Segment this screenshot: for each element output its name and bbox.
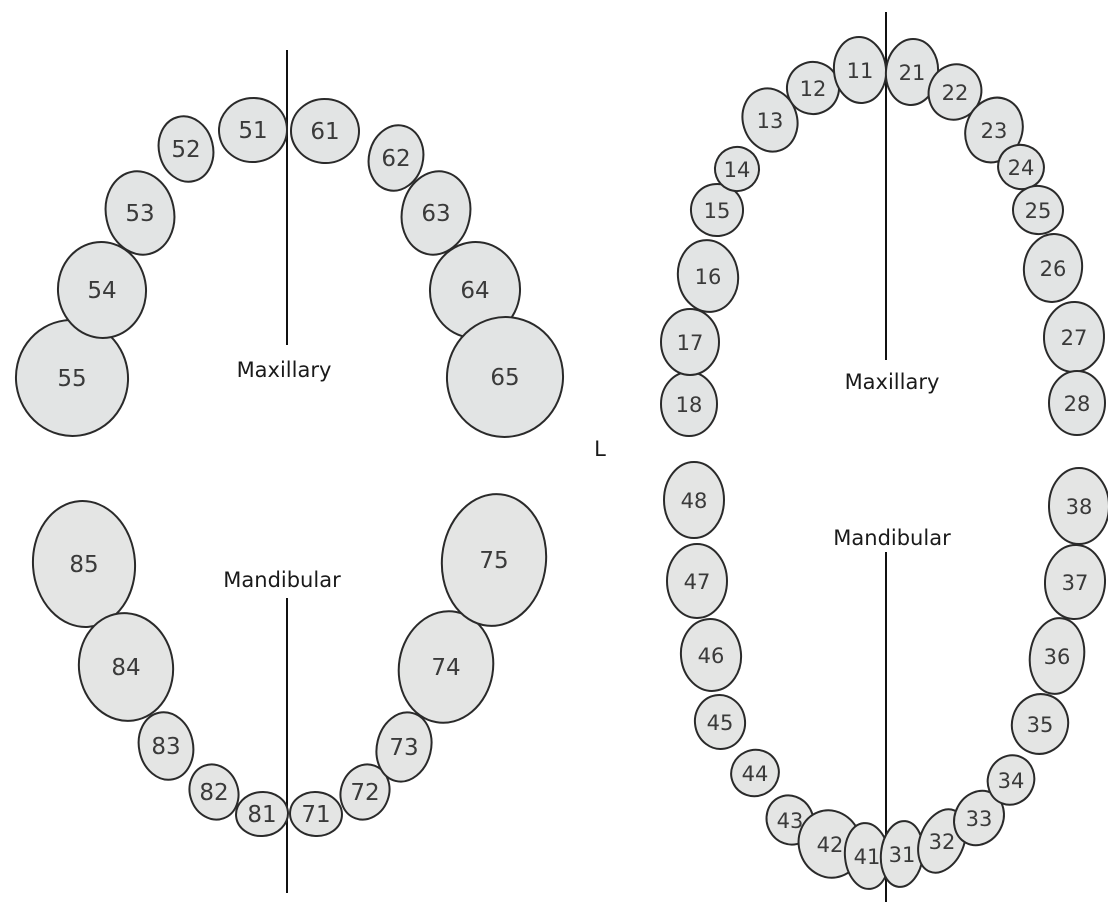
primary-maxillary-label: Maxillary — [237, 358, 332, 382]
tooth-number-label: 74 — [431, 655, 460, 681]
tooth-28: 28 — [1049, 371, 1105, 435]
tooth-number-label: 33 — [966, 807, 993, 831]
tooth-number-label: 23 — [981, 119, 1008, 143]
tooth-number-label: 45 — [707, 711, 734, 735]
tooth-number-label: 65 — [490, 365, 519, 391]
tooth-number-label: 71 — [301, 802, 330, 828]
tooth-number-label: 83 — [151, 734, 180, 760]
tooth-number-label: 25 — [1025, 199, 1052, 223]
tooth-number-label: 31 — [889, 843, 916, 867]
tooth-number-label: 47 — [684, 570, 711, 594]
tooth-number-label: 72 — [350, 780, 379, 806]
tooth-number-label: 44 — [742, 762, 769, 786]
tooth-number-label: 52 — [171, 137, 200, 163]
permanent-maxillary-label: Maxillary — [845, 370, 940, 394]
tooth-number-label: 73 — [389, 735, 418, 761]
tooth-number-label: 63 — [421, 201, 450, 227]
tooth-47: 47 — [667, 544, 727, 618]
tooth-16: 16 — [673, 236, 742, 316]
primary-mandibular-label: Mandibular — [223, 568, 341, 592]
tooth-number-label: 34 — [998, 769, 1025, 793]
permanent-mandibular-label: Mandibular — [833, 526, 951, 550]
tooth-number-label: 14 — [724, 158, 751, 182]
tooth-number-label: 27 — [1061, 326, 1088, 350]
tooth-37: 37 — [1043, 543, 1107, 620]
teeth-layer: 55 54 53 52 51 61 62 63 64 65 85 84 83 82 81 71 72 73 74 75… — [8, 34, 1108, 891]
tooth-number-label: 48 — [681, 489, 708, 513]
tooth-number-label: 37 — [1062, 571, 1089, 595]
tooth-number-label: 36 — [1044, 645, 1071, 669]
tooth-26: 26 — [1020, 230, 1087, 305]
tooth-number-label: 55 — [57, 366, 86, 392]
tooth-number-label: 84 — [111, 655, 140, 681]
tooth-45: 45 — [691, 691, 750, 753]
tooth-number-label: 42 — [817, 833, 844, 857]
tooth-number-label: 15 — [704, 199, 731, 223]
tooth-number-label: 62 — [381, 146, 410, 172]
tooth-38: 38 — [1049, 468, 1108, 544]
tooth-number-label: 38 — [1066, 495, 1093, 519]
tooth-35: 35 — [1005, 688, 1075, 760]
tooth-number-label: 53 — [125, 201, 154, 227]
tooth-number-label: 11 — [847, 59, 874, 83]
tooth-number-label: 28 — [1064, 392, 1091, 416]
tooth-number-label: 16 — [695, 265, 722, 289]
tooth-46: 46 — [677, 616, 744, 694]
tooth-number-label: 64 — [460, 278, 489, 304]
tooth-number-label: 51 — [238, 118, 267, 144]
tooth-17: 17 — [661, 309, 719, 375]
tooth-25: 25 — [1009, 182, 1067, 238]
tooth-number-label: 41 — [854, 845, 881, 869]
tooth-number-label: 61 — [310, 119, 339, 145]
tooth-number-label: 54 — [87, 278, 116, 304]
tooth-number-label: 18 — [676, 393, 703, 417]
tooth-11: 11 — [831, 34, 890, 105]
tooth-number-label: 26 — [1040, 257, 1067, 281]
tooth-number-label: 21 — [899, 61, 926, 85]
tooth-number-label: 32 — [929, 830, 956, 854]
tooth-number-label: 75 — [479, 548, 508, 574]
tooth-number-label: 22 — [942, 81, 969, 105]
tooth-85: 85 — [29, 498, 140, 631]
tooth-number-label: 82 — [199, 780, 228, 806]
tooth-51: 51 — [216, 95, 290, 166]
tooth-48: 48 — [664, 462, 724, 538]
tooth-number-label: 24 — [1008, 156, 1035, 180]
tooth-18: 18 — [661, 372, 717, 436]
tooth-81: 81 — [234, 790, 290, 838]
tooth-number-label: 35 — [1027, 713, 1054, 737]
tooth-number-label: 43 — [777, 809, 804, 833]
tooth-71: 71 — [288, 790, 344, 838]
tooth-44: 44 — [724, 742, 787, 804]
tooth-75: 75 — [435, 489, 552, 631]
tooth-number-label: 12 — [800, 77, 827, 101]
tooth-number-label: 17 — [677, 331, 704, 355]
tooth-number-label: 81 — [247, 802, 276, 828]
tooth-number-label: 85 — [69, 552, 98, 578]
tooth-27: 27 — [1043, 301, 1105, 373]
tooth-number-label: 13 — [757, 109, 784, 133]
tooth-52: 52 — [152, 110, 220, 187]
tooth-61: 61 — [288, 96, 362, 167]
left-side-marker: L — [594, 437, 606, 461]
tooth-36: 36 — [1025, 615, 1089, 698]
tooth-number-label: 46 — [698, 644, 725, 668]
